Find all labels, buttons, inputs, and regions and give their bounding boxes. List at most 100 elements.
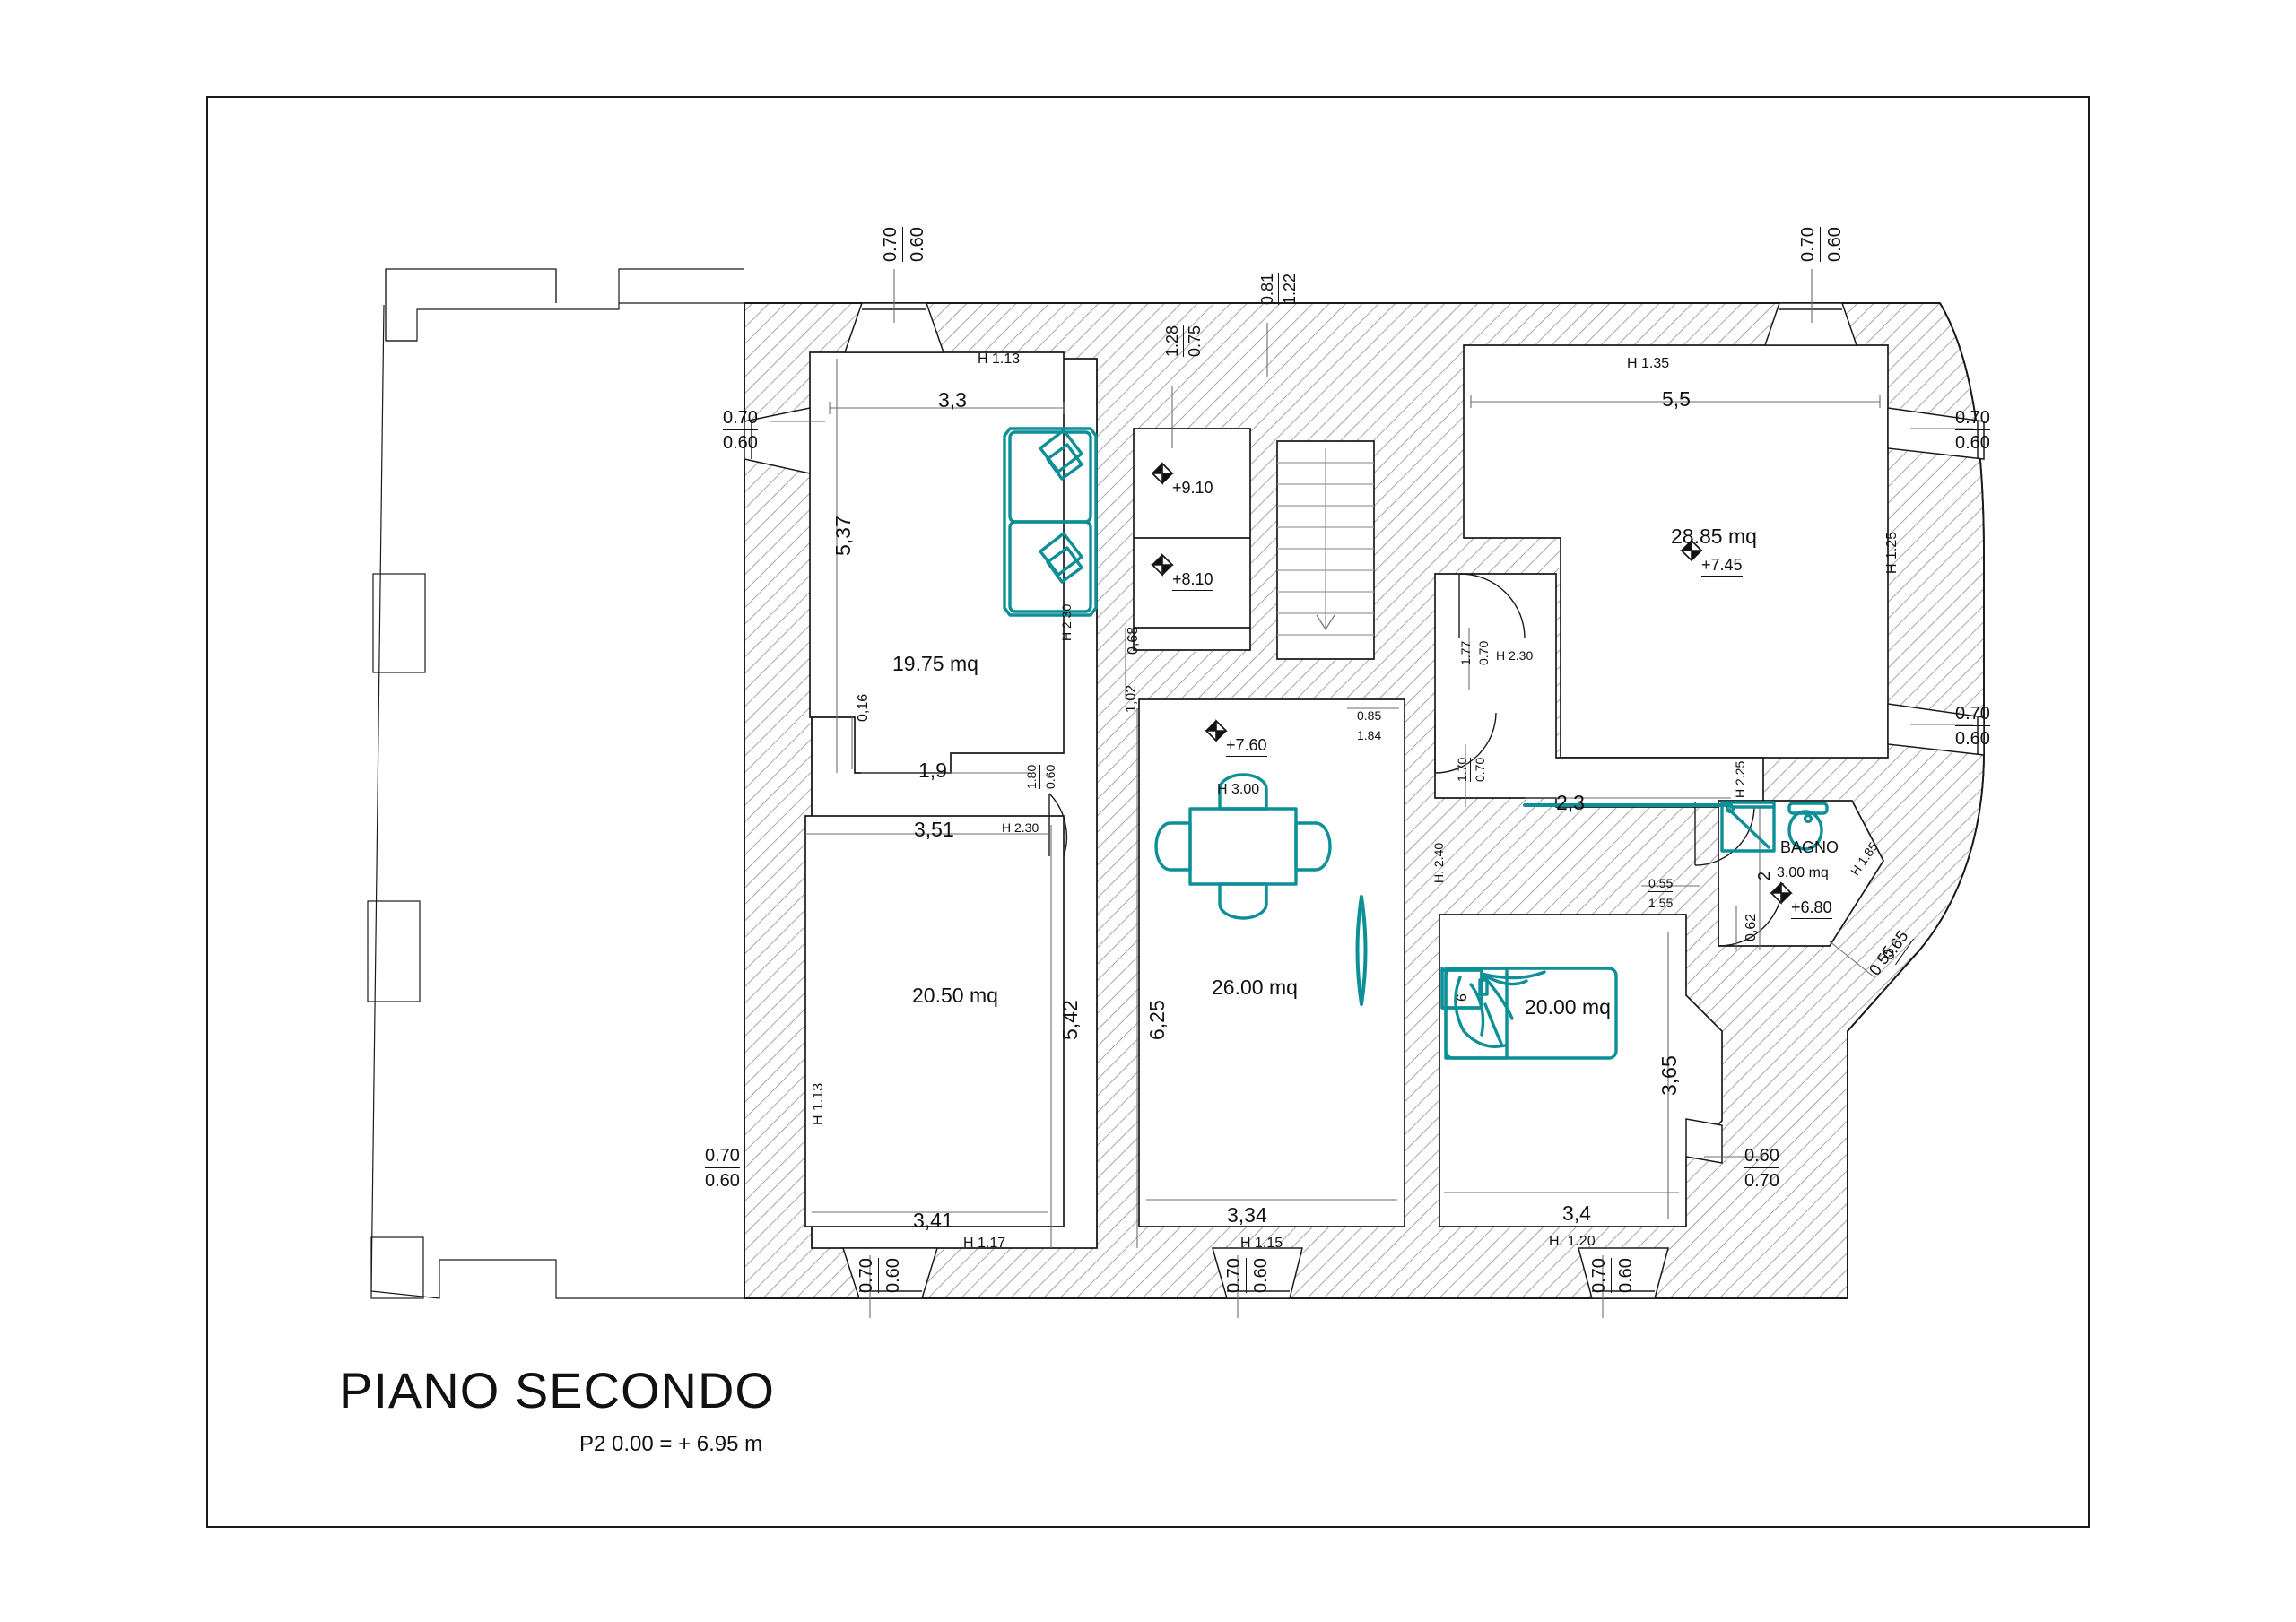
shower-bagno	[1720, 801, 1776, 853]
annotation-a02: 0.60	[908, 227, 927, 262]
annotation-a38: H 1.15	[1240, 1236, 1283, 1251]
annotation-a54: 3.00 mq	[1777, 865, 1829, 880]
annotation-a03: H 1.13	[978, 351, 1021, 367]
annotation-a73: 6	[1455, 993, 1470, 1002]
annotation-a49: 2,3	[1556, 791, 1585, 814]
page-subtitle: P2 0.00 = + 6.95 m	[579, 1432, 763, 1456]
annotation-a27: 0.75	[1186, 325, 1204, 357]
annotation-a40: 0.60	[1251, 1258, 1271, 1293]
annotation-a70: 0.70	[1955, 704, 1990, 726]
annotation-a39: 0.70	[1224, 1258, 1247, 1293]
annotation-a10: 0,16	[856, 693, 871, 722]
annotation-a42: 1.84	[1357, 728, 1382, 742]
title-block: PIANO SECONDO P2 0.00 = + 6.95 m	[339, 1361, 775, 1457]
annotation-a17: H 1.13	[811, 1082, 826, 1125]
annotation-a48: H. 2.40	[1431, 842, 1446, 883]
annotation-a05: 0.70	[723, 408, 758, 430]
annotation-a66: +7.45	[1701, 556, 1743, 577]
annotation-a43: 1.77	[1458, 640, 1474, 665]
annotation-a51: 1.55	[1648, 896, 1674, 910]
doors	[1048, 573, 1784, 947]
room-sw-void	[804, 815, 1065, 1227]
annotation-a47: 0.70	[1473, 757, 1487, 782]
annotation-a78: H. 1.20	[1549, 1234, 1596, 1249]
annotation-a45: H 2.30	[1496, 648, 1534, 663]
annotation-a24: 0.70	[857, 1258, 879, 1293]
wc-bagno	[1787, 802, 1829, 851]
sheet-border	[206, 96, 2090, 1528]
annotation-a22: 3,41	[913, 1209, 953, 1232]
annotation-a31: +8.10	[1172, 570, 1213, 591]
annotation-a74: 3,65	[1657, 1055, 1681, 1096]
annotation-a56: 0,62	[1744, 913, 1759, 941]
counter-central	[1355, 895, 1368, 1006]
annotation-a57: H 2.25	[1733, 760, 1747, 798]
annotation-a11: 1,9	[918, 759, 947, 782]
annotation-a36: 26.00 mq	[1212, 976, 1298, 999]
shaft-void	[1133, 428, 1251, 651]
wall-outlines	[744, 302, 1985, 1299]
annotation-a14: 0.60	[1043, 764, 1057, 789]
annotation-a52: 2	[1755, 871, 1773, 880]
windows	[744, 302, 1985, 1299]
annotation-a67: H 1.25	[1884, 531, 1900, 574]
annotation-a30: +9.10	[1172, 479, 1213, 499]
annotation-a08: 19.75 mq	[892, 652, 978, 675]
annotation-a16: 20.50 mq	[912, 984, 998, 1007]
annotation-a09: H 2.30	[1059, 603, 1074, 641]
annotation-a50: 0.55	[1648, 876, 1674, 892]
annotation-a76: 0.70	[1744, 1171, 1779, 1191]
annotation-a12: 3,51	[914, 818, 954, 841]
annotation-a44: 0.70	[1476, 640, 1491, 665]
annotation-a28: 0.81	[1258, 273, 1279, 305]
annotation-a68: 0.70	[1955, 408, 1990, 430]
annotation-a63: H 1.35	[1627, 356, 1670, 371]
annotation-a77: 3,4	[1562, 1201, 1591, 1225]
page-title: PIANO SECONDO	[339, 1362, 775, 1418]
annotation-a53: BAGNO	[1780, 838, 1839, 856]
annotation-a32: 0,68	[1126, 626, 1141, 655]
room-living-nw-void	[809, 351, 1065, 774]
annotation-a61: 0.70	[1798, 227, 1821, 262]
annotation-a20: 0.70	[705, 1146, 740, 1168]
annotation-a41: 0.85	[1357, 708, 1382, 724]
annotation-a79: 0.70	[1589, 1258, 1612, 1293]
annotation-a13: 1.80	[1024, 764, 1040, 789]
annotation-a71: 0.60	[1955, 729, 1990, 749]
annotation-a64: 5,5	[1662, 387, 1691, 411]
room-voids	[804, 344, 1889, 1227]
annotation-a75: 0.60	[1744, 1146, 1779, 1168]
adjacent-building-outline	[367, 268, 744, 1299]
annotation-a07: 5,37	[831, 516, 855, 556]
nightstand-se-2	[1440, 968, 1489, 1010]
annotation-a80: 0.60	[1616, 1258, 1636, 1293]
annotation-a62: 0.60	[1825, 227, 1845, 262]
annotation-a29: 1.22	[1281, 273, 1299, 305]
annotation-a01: 0.70	[881, 227, 903, 262]
dimension-lines	[770, 269, 1973, 1318]
annotation-a34: +7.60	[1226, 736, 1267, 757]
annotation-a72: 20.00 mq	[1525, 995, 1611, 1019]
annotation-a04: 3,3	[938, 388, 967, 412]
annotation-a65: 28.85 mq	[1671, 525, 1757, 548]
annotation-a46: 1.70	[1455, 757, 1471, 782]
annotation-a18: 5,42	[1058, 1000, 1082, 1040]
staircase	[1277, 448, 1374, 636]
annotation-a55: +6.80	[1791, 898, 1832, 919]
annotation-a25: 0.60	[883, 1258, 903, 1293]
annotation-a23: H 1.17	[963, 1236, 1006, 1251]
annotation-a37: 3,34	[1227, 1203, 1267, 1227]
room-central-void	[1138, 698, 1405, 1227]
annotation-a19: 6,25	[1145, 1000, 1169, 1040]
sofa-living	[1003, 427, 1098, 617]
level-markers	[1151, 462, 1793, 905]
room-bedroom-void	[1439, 914, 1723, 1227]
annotation-a21: 0.60	[705, 1171, 740, 1191]
dining-table	[1154, 773, 1332, 920]
annotation-a69: 0.60	[1955, 433, 1990, 453]
annotation-a06: 0.60	[723, 433, 758, 453]
furniture-layer	[1003, 427, 1829, 1060]
annotation-a15: H 2.30	[1002, 820, 1039, 835]
